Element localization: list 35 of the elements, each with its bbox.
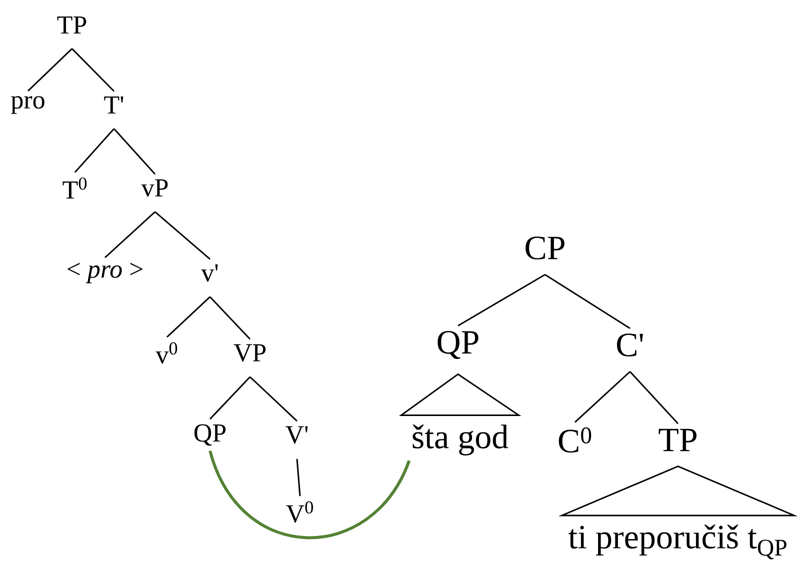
tree-label: C$^{0}$ — [558, 427, 592, 453]
branch-line — [458, 274, 546, 326]
tree-label: TP — [57, 16, 86, 34]
branch-line — [574, 371, 631, 423]
tree-label: CP — [526, 236, 564, 260]
tree-label: pro — [11, 96, 44, 114]
branch-line — [113, 128, 156, 175]
tree-label: v$^{0}$ — [156, 342, 178, 364]
tree-label: V$^{0}$ — [286, 501, 313, 523]
branch-line — [629, 371, 679, 424]
tree-label: šta god — [412, 424, 508, 456]
branch-line — [209, 376, 251, 420]
tree-label: v' — [201, 264, 218, 282]
branch-line — [71, 48, 115, 92]
branch-line — [166, 296, 211, 338]
branch-line — [154, 211, 210, 260]
tree-label: T$^{0}$ — [62, 177, 87, 199]
tree-label: < pro > — [68, 262, 142, 284]
tree-label: C' — [617, 334, 643, 356]
branch-line — [544, 274, 630, 329]
branch-line — [104, 211, 156, 258]
tree-label: ti preporučiš t$_{QP}$ — [568, 524, 786, 560]
tree-label: T' — [104, 96, 124, 114]
branch-line — [250, 376, 298, 422]
tree-label: vP — [141, 179, 168, 197]
tree-label: TP — [658, 428, 696, 452]
branch-line — [296, 458, 301, 496]
branch-line — [27, 48, 73, 92]
tree-label: QP — [438, 331, 478, 359]
tree-label: QP — [194, 424, 226, 446]
tree-label: V' — [286, 426, 308, 444]
movement-arc — [208, 450, 411, 540]
branch-line — [209, 296, 251, 340]
tree-label: VP — [234, 344, 266, 362]
branch-line — [74, 128, 115, 173]
